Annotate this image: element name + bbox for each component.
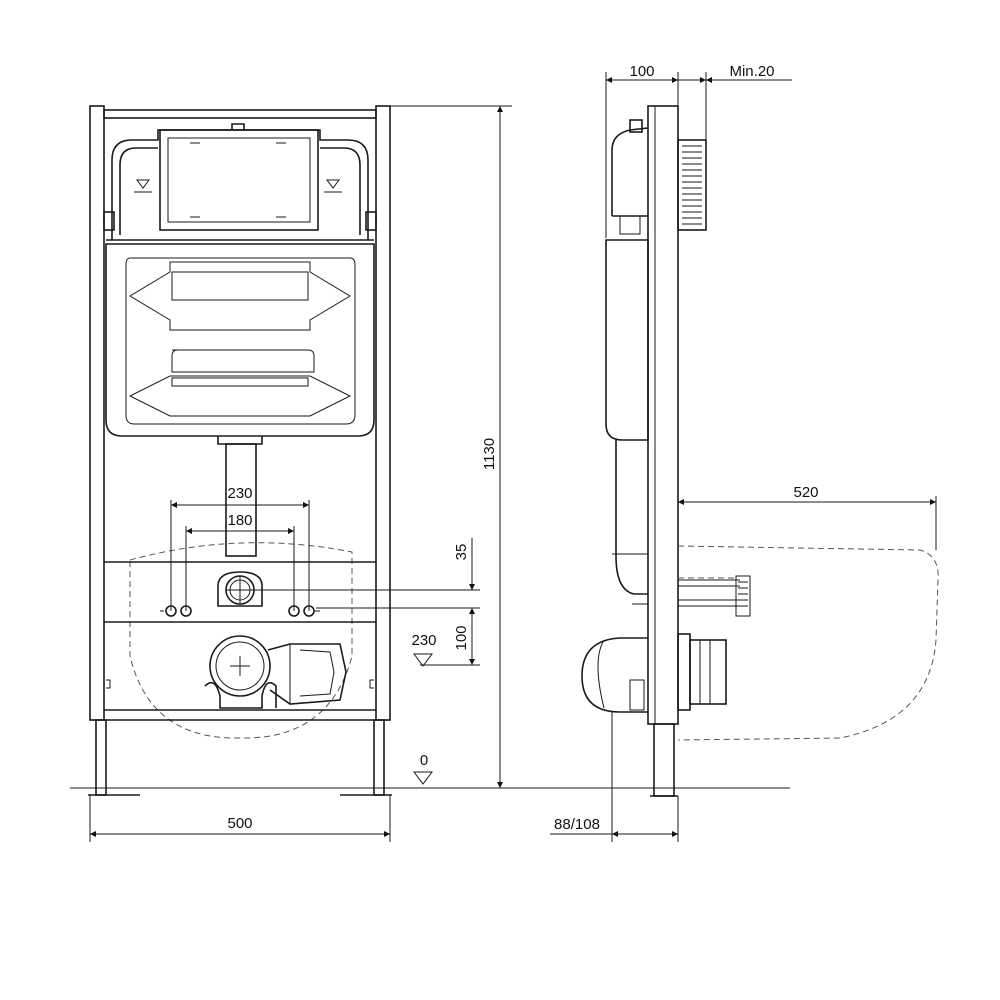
side-dimensions: 100 Min.20 520 88/108 [550,63,937,842]
level-marker-icon [413,653,433,667]
dimension-100-depth: 100 [629,63,654,80]
flush-plate-side [677,139,707,231]
cistern-side [605,119,649,605]
water-inlet-fitting [217,571,263,607]
dimension-min-20: Min.20 [729,63,774,80]
frame-left-column [88,105,140,796]
frame-right-column [340,105,392,796]
inlet-pipe-side [678,575,751,617]
flush-plate-opening [159,129,319,231]
level-marker-icon [413,771,433,785]
flush-pipe [217,436,263,557]
dimension-100: 100 [453,625,470,650]
cistern-tank [105,243,375,437]
level-mark-icon [134,179,152,193]
level-mark-icon [324,179,342,193]
side-leg [653,723,675,797]
mounting-bolt-holes [160,605,320,617]
bowl-outline-front [129,542,353,739]
frame-top-rail [103,109,377,119]
dimension-500-width: 500 [227,815,252,832]
frame-side [647,105,679,725]
dimension-520-projection: 520 [793,484,818,501]
dimension-180-spacing: 180 [227,512,252,529]
dimension-88-108: 88/108 [554,816,600,833]
dimension-230-spacing: 230 [227,485,252,502]
bowl-outline-side [677,545,939,741]
level-0: 0 [420,752,428,769]
level-230: 230 [411,632,436,649]
dimension-35: 35 [453,544,470,561]
front-view [88,105,392,796]
drain-outlet-side [581,633,727,713]
drain-elbow-front [204,635,347,709]
base-crossbar [104,709,376,721]
front-dimensions: 230 180 35 100 230 0 1130 500 [70,105,790,842]
dimension-1130-height: 1130 [481,438,498,470]
side-view [581,105,939,797]
cistern-housing [103,123,377,241]
